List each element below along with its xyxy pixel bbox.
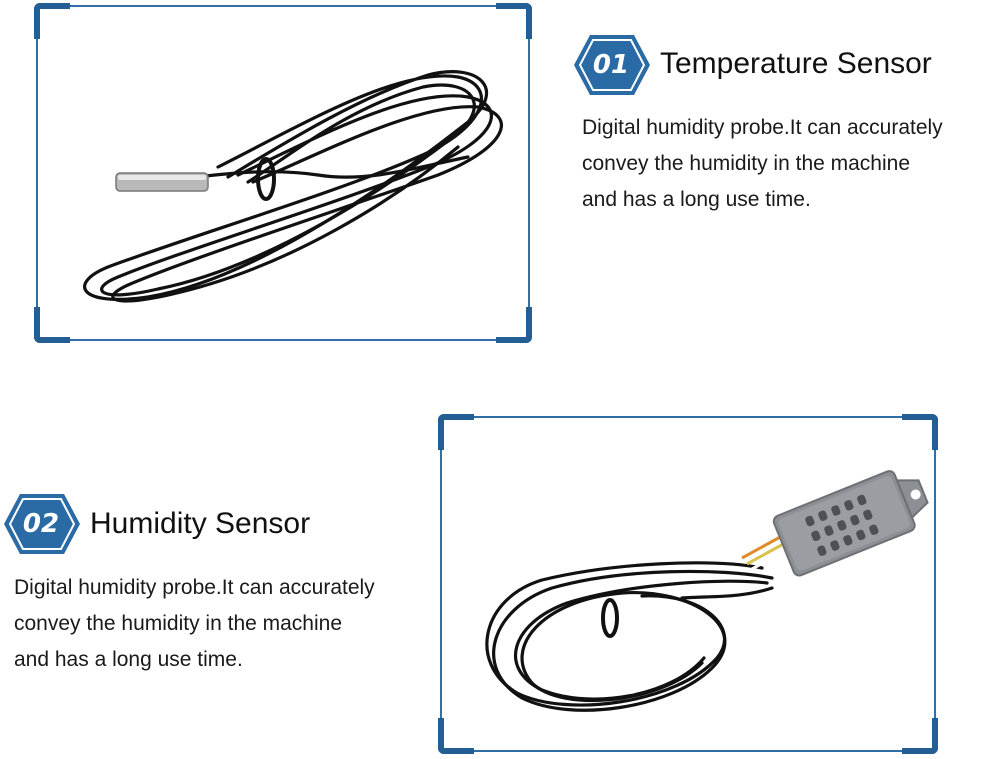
section-description: Digital humidity probe.It can accurately… bbox=[582, 110, 1000, 218]
temperature-probe-image bbox=[83, 70, 503, 303]
humidity-sensor-image-frame bbox=[438, 414, 938, 754]
description-line: convey the humidity in the machine bbox=[14, 612, 343, 635]
description-line: Digital humidity probe.It can accurately bbox=[14, 576, 375, 599]
section-title: Temperature Sensor bbox=[660, 47, 932, 80]
temperature-sensor-image-frame bbox=[34, 3, 532, 343]
hexagon-badge-icon bbox=[4, 494, 80, 554]
section-number-badge-01: 01 bbox=[572, 33, 650, 97]
section-number-badge-02: 02 bbox=[2, 492, 80, 556]
description-line: and has a long use time. bbox=[582, 188, 811, 211]
description-line: Digital humidity probe.It can accurately bbox=[582, 116, 943, 139]
section-number: 01 bbox=[592, 50, 630, 80]
humidity-sensor-image bbox=[485, 470, 929, 712]
section-title: Humidity Sensor bbox=[90, 507, 311, 540]
description-line: and has a long use time. bbox=[14, 648, 243, 671]
section-description: Digital humidity probe.It can accurately… bbox=[14, 570, 434, 678]
section-number: 02 bbox=[22, 509, 60, 539]
description-line: convey the humidity in the machine bbox=[582, 152, 911, 175]
hexagon-badge-icon bbox=[574, 35, 650, 95]
